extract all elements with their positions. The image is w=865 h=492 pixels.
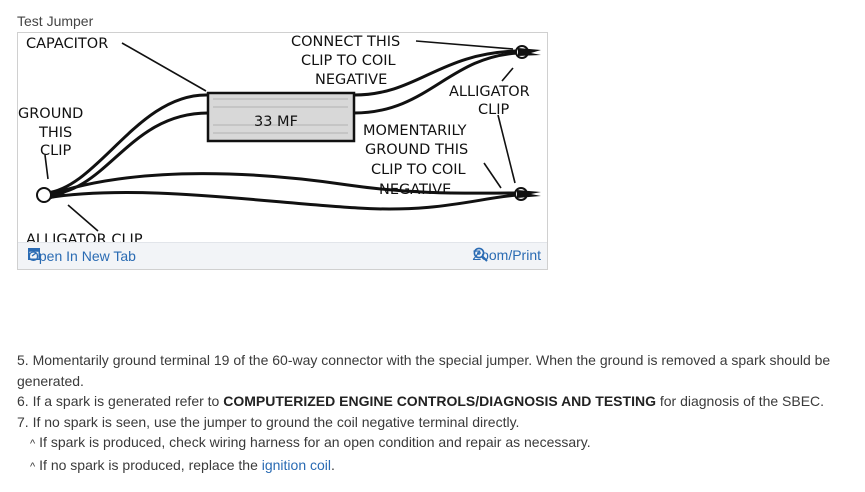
caret-marker: ^ (30, 438, 36, 450)
zoom-icon (473, 247, 488, 262)
zoom-print-link[interactable]: Zoom/Print (473, 247, 541, 263)
step-7-sub-2-suffix: . (331, 456, 335, 473)
label-alligator-line2: CLIP (478, 102, 509, 118)
caret-marker: ^ (30, 460, 36, 473)
zoom-print-label: Zoom/Print (472, 247, 541, 263)
test-jumper-diagram: CAPACITOR CONNECT THIS CLIP TO COIL NEGA… (18, 34, 541, 243)
step-7-sub-2: ^If no spark is produced, replace the ig… (17, 455, 857, 478)
label-momentary-line2: GROUND THIS (365, 142, 468, 158)
label-momentary-line4: NEGATIVE (379, 182, 451, 198)
step-7-sub-2-text: If no spark is produced, replace the (39, 456, 262, 473)
step-5: 5. Momentarily ground terminal 19 of the… (17, 352, 831, 389)
label-capacitance: 33 MF (254, 114, 298, 130)
label-ground-line1: GROUND (18, 106, 83, 122)
figure-toolbar: Open In New Tab Zoom/Print (18, 242, 547, 269)
label-alligator-bottom: ALLIGATOR CLIP (26, 232, 143, 243)
label-connect-line1: CONNECT THIS (291, 34, 400, 50)
figure-panel: CAPACITOR CONNECT THIS CLIP TO COIL NEGA… (17, 32, 548, 270)
open-in-new-tab-icon (28, 248, 40, 260)
figure-caption: Test Jumper (17, 13, 94, 29)
step-6: 6. If a spark is generated refer to COMP… (17, 391, 857, 412)
open-in-new-tab-link[interactable]: Open In New Tab (28, 248, 136, 264)
label-momentary-line3: CLIP TO COIL (371, 162, 466, 178)
label-capacitor: CAPACITOR (26, 36, 108, 52)
step-7-sub-1: ^If spark is produced, check wiring harn… (17, 432, 857, 455)
label-alligator-line1: ALLIGATOR (449, 84, 530, 100)
step-7: 7. If no spark is seen, use the jumper t… (17, 413, 520, 430)
step-6-suffix: for diagnosis of the SBEC. (655, 393, 825, 409)
step-7-sub-1-text: If spark is produced, check wiring harne… (39, 434, 591, 450)
label-ground-line2: THIS (38, 125, 72, 141)
step-6-text: 6. If a spark is generated refer to (17, 393, 224, 409)
label-connect-line3: NEGATIVE (315, 72, 387, 88)
step-6-reference: COMPUTERIZED ENGINE CONTROLS/DIAGNOSIS A… (223, 393, 656, 409)
open-in-new-tab-label: Open In New Tab (28, 248, 136, 264)
label-connect-line2: CLIP TO COIL (301, 53, 396, 69)
label-ground-line3: CLIP (40, 143, 71, 159)
label-momentary-line1: MOMENTARILY (363, 123, 467, 139)
left-alligator-clip (36, 187, 52, 203)
ignition-coil-link[interactable]: ignition coil (261, 456, 332, 473)
procedure-steps: 5. Momentarily ground terminal 19 of the… (17, 350, 857, 477)
